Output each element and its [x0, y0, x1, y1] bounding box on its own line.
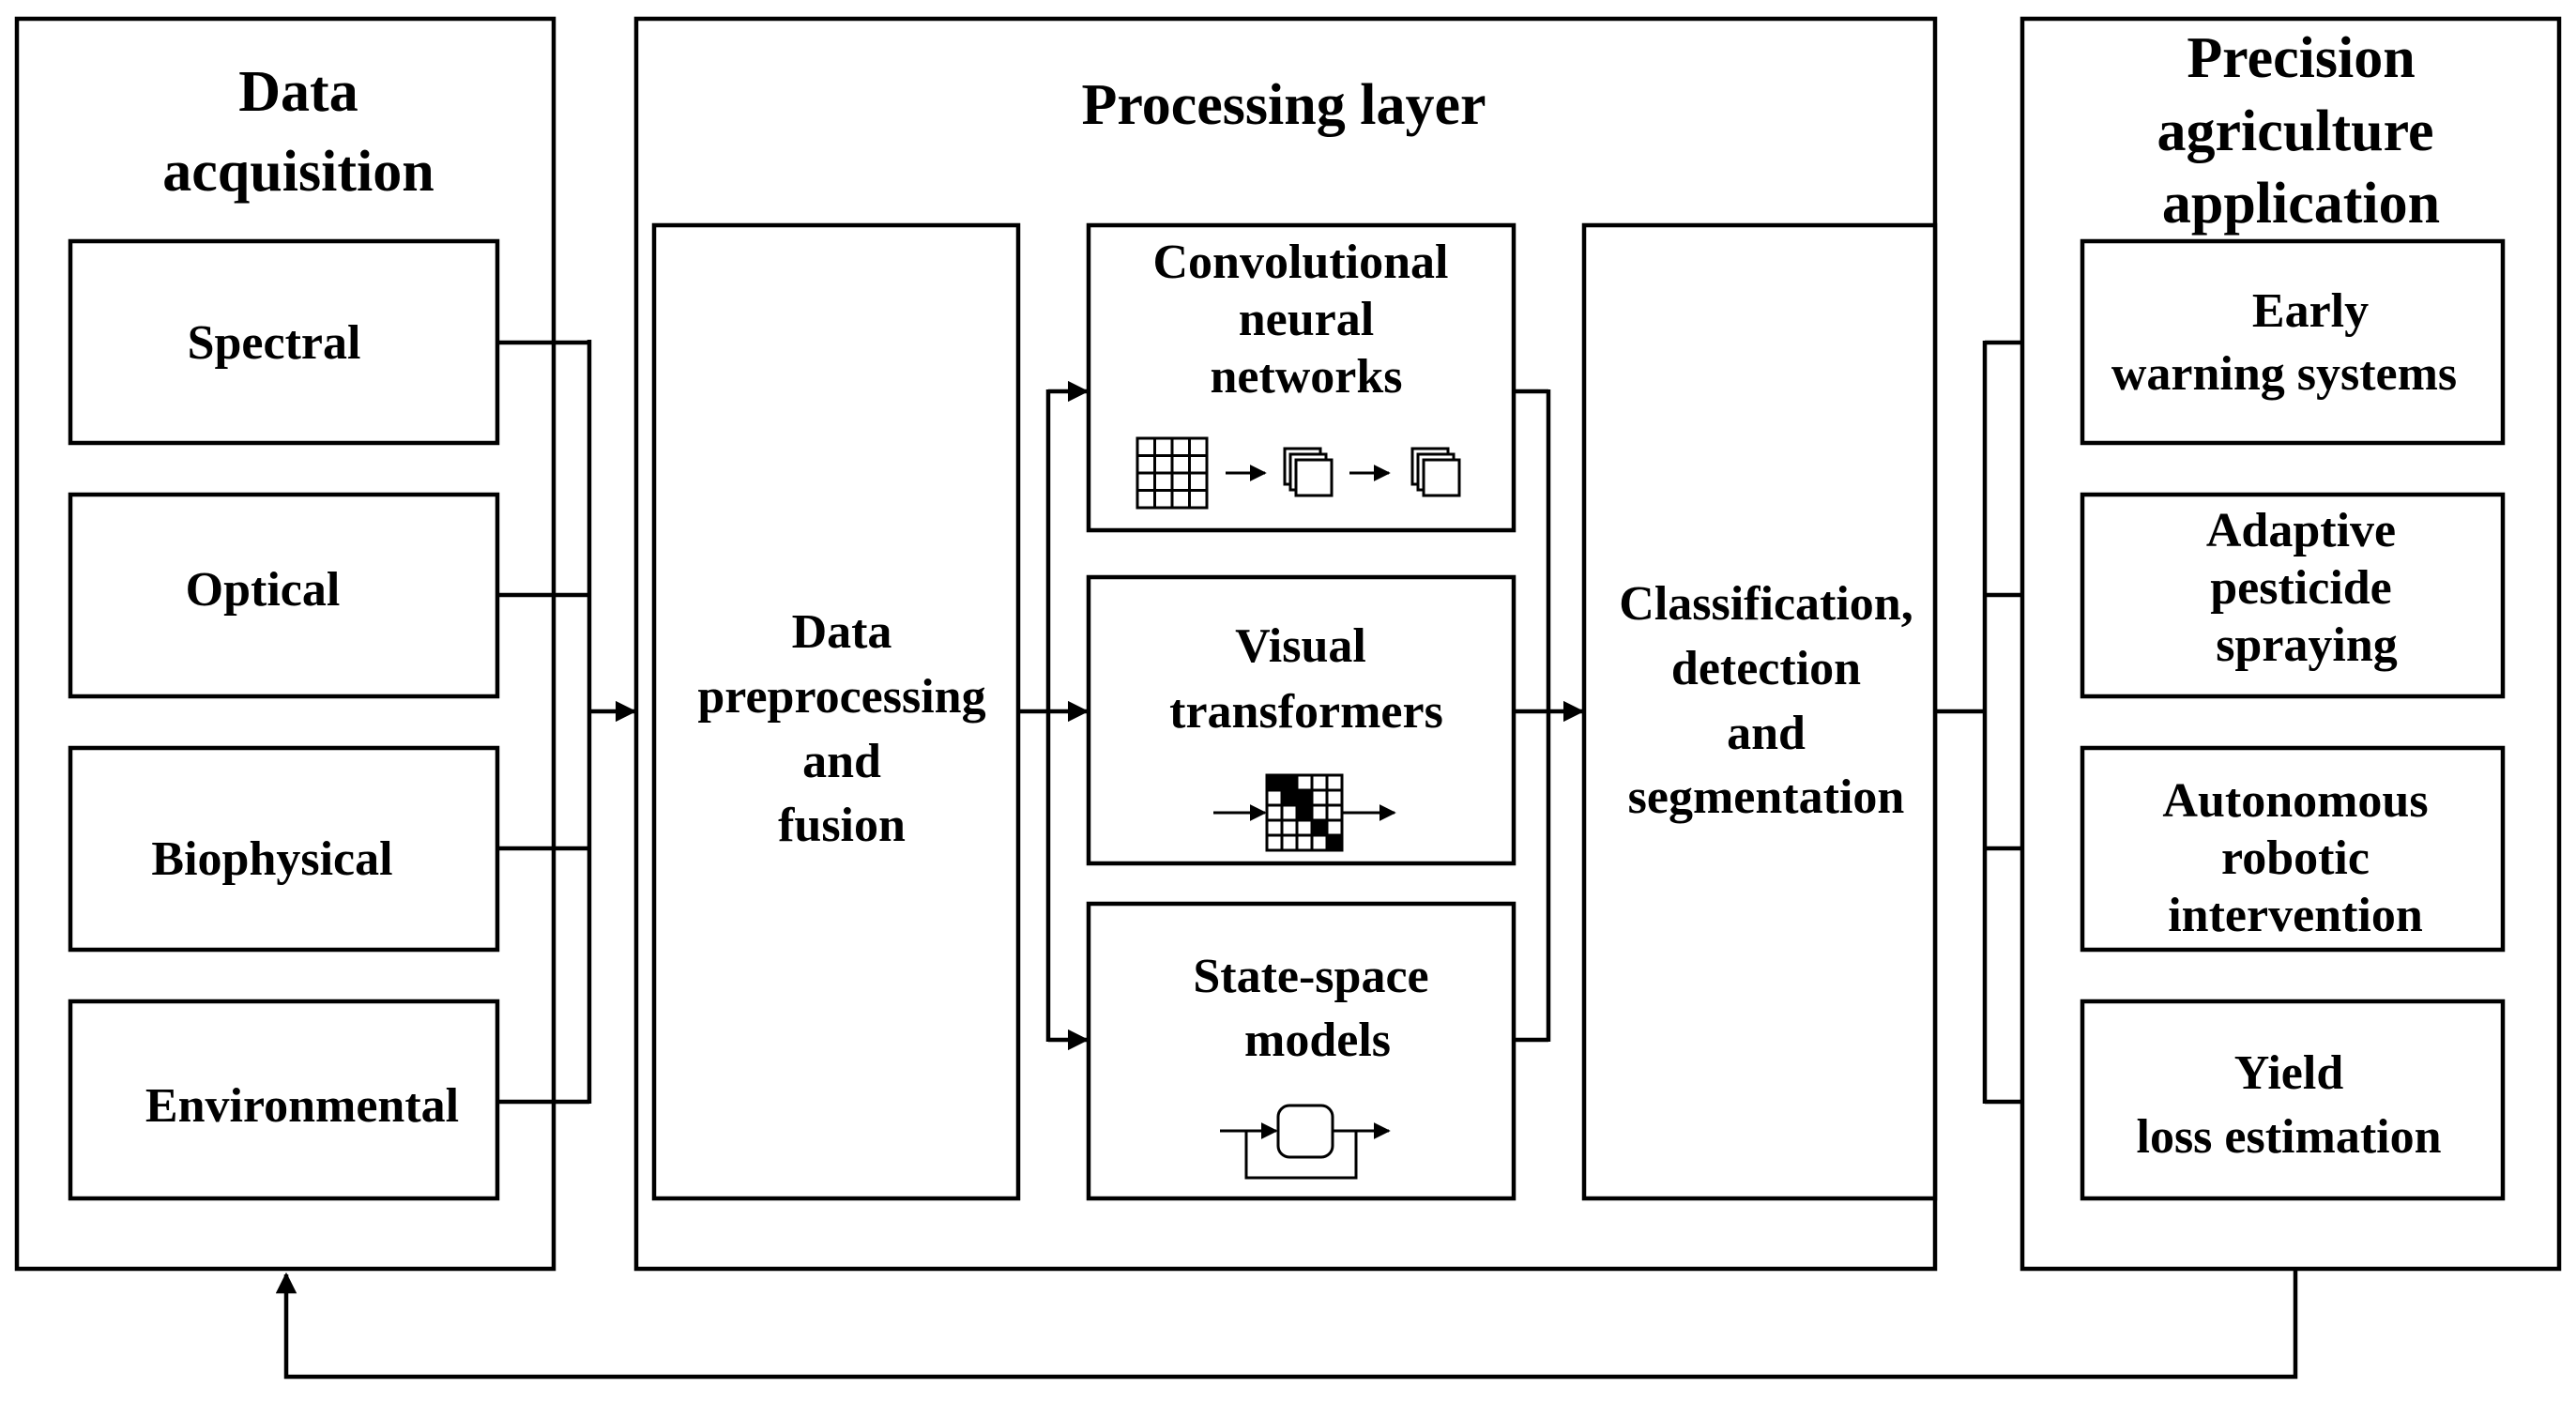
application-title-line-1: Precision — [2187, 26, 2415, 90]
app-adaptive-spraying-line-1: Adaptive — [2206, 504, 2396, 557]
source-biophysical: Biophysical — [68, 745, 500, 953]
classification-block: Classification, detection and segmentati… — [1581, 222, 1938, 1201]
state-space-icon — [1220, 1104, 1391, 1180]
source-optical: Optical — [68, 492, 500, 699]
application-title-line-3: application — [2162, 172, 2440, 236]
app-yield-loss: Yield loss estimation — [2080, 999, 2506, 1201]
source-spectral: Spectral — [68, 238, 500, 446]
classification-line-4: segmentation — [1628, 770, 1905, 824]
preprocessing-line-3: and — [802, 735, 881, 788]
app-adaptive-spraying-line-3: spraying — [2216, 618, 2398, 672]
classification-line-2: detection — [1671, 642, 1861, 695]
classification-line-3: and — [1727, 707, 1806, 760]
cnn-icon — [1136, 436, 1461, 510]
application-panel: Precision agriculture application Early … — [2020, 16, 2562, 1272]
state-space-line-1: State-space — [1193, 950, 1428, 1003]
transformers-line-1: Visual — [1235, 619, 1366, 673]
source-optical-label: Optical — [186, 563, 341, 617]
app-early-warning-line-2: warning systems — [2111, 347, 2457, 401]
cnn-line-2: neural — [1239, 293, 1374, 346]
data-acquisition-title-line-1: Data — [238, 60, 358, 124]
visual-transformers-block: Visual transformers — [1086, 574, 1517, 866]
cnn-line-3: networks — [1210, 350, 1402, 404]
processing-layer-panel: Processing layer Data preprocessing and … — [633, 16, 1938, 1272]
state-space-block: State-space models — [1086, 901, 1517, 1201]
app-early-warning-line-1: Early — [2252, 284, 2369, 338]
transformer-icon — [1213, 773, 1396, 852]
app-robotic-intervention-line-1: Autonomous — [2162, 774, 2428, 828]
preprocessing-line-2: preprocessing — [697, 670, 985, 724]
application-title-line-2: agriculture — [2157, 99, 2433, 163]
app-robotic-intervention-line-2: robotic — [2221, 831, 2370, 885]
fan-in-connector — [1514, 389, 1585, 1043]
app-yield-loss-line-1: Yield — [2234, 1046, 2344, 1100]
source-spectral-label: Spectral — [188, 316, 361, 370]
feedback-loop-arrow — [275, 1269, 2298, 1380]
app-early-warning: Early warning systems — [2080, 238, 2506, 446]
cnn-line-1: Convolutional — [1153, 236, 1449, 289]
source-biophysical-label: Biophysical — [151, 832, 392, 886]
transformers-line-2: transformers — [1169, 685, 1443, 739]
classification-line-1: Classification, — [1619, 577, 1913, 631]
cnn-block: Convolutional neural networks — [1086, 222, 1517, 533]
app-robotic-intervention-line-3: intervention — [2168, 889, 2423, 942]
source-environmental-label: Environmental — [145, 1079, 459, 1133]
acquisition-bus-connector — [497, 340, 637, 1105]
app-adaptive-spraying-line-2: pesticide — [2210, 561, 2392, 615]
preprocessing-fusion-block: Data preprocessing and fusion — [651, 222, 1021, 1201]
data-acquisition-title-line-2: acquisition — [162, 140, 434, 204]
data-acquisition-panel: Data acquisition Spectral Optical Biophy… — [14, 16, 556, 1272]
preprocessing-line-4: fusion — [778, 799, 906, 852]
app-robotic-intervention: Autonomous robotic intervention — [2080, 745, 2506, 953]
app-yield-loss-line-2: loss estimation — [2137, 1110, 2442, 1164]
app-adaptive-spraying: Adaptive pesticide spraying — [2080, 492, 2506, 699]
preprocessing-line-1: Data — [792, 605, 892, 659]
processing-layer-title: Processing layer — [1081, 73, 1486, 137]
state-space-line-2: models — [1244, 1014, 1391, 1067]
source-environmental: Environmental — [68, 999, 500, 1201]
fan-out-connector — [1018, 380, 1090, 1051]
